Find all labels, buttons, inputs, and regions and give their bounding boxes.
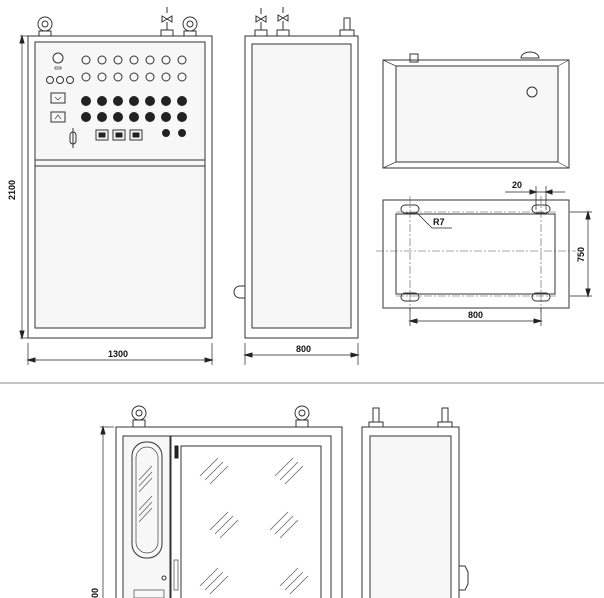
valve-icon [254,8,268,37]
lower-height-dimension: 00 [90,425,114,598]
front-width-dimension: 1300 [26,343,214,365]
side-panel [251,43,352,329]
vent-post-icon [339,17,355,37]
lamp-row-1 [81,55,187,65]
base-depth-label: 750 [576,247,586,262]
radius-label: R7 [433,217,445,227]
lower-side-view [361,407,469,598]
offset-label: 20 [512,180,522,190]
button-row-2 [81,112,187,122]
offset-dimension: 20 [505,180,565,210]
lifting-eye-icon [294,405,310,428]
front-height-dimension: 2100 [7,34,28,340]
valve-icon [160,7,174,37]
lower-left-door [122,435,171,598]
top-view-outline [382,59,570,169]
control-indicators [46,52,77,148]
glass-reflection-marks [138,457,309,595]
side-view: 800 [233,7,360,365]
button-row-1 [81,96,187,106]
front-cabinet-outline [27,35,213,339]
front-view: 2100 1300 [7,7,214,365]
lifting-eye-icon [182,16,198,37]
lamp-row-2 [81,72,187,82]
side-cabinet-outline [244,35,359,339]
side-depth-dimension: 800 [243,343,360,365]
front-height-label: 2100 [7,180,17,200]
lower-glass-door [170,435,332,598]
lower-cabinet-outline [115,426,343,598]
front-width-label: 1300 [108,349,128,359]
base-depth-dimension: 750 [570,210,592,298]
front-door-panel [34,41,206,329]
vent-post-icon [437,407,453,428]
vent-post-icon [368,407,384,428]
lower-side-outline [361,426,460,598]
base-width-dimension: 800 [408,308,543,326]
valve-icon [276,7,290,37]
radius-callout: R7 [415,211,452,229]
lifting-eye-icon [131,405,147,428]
lower-side-handle-icon [459,565,469,591]
base-width-label: 800 [468,310,483,320]
indicator-dome-icon [520,51,540,59]
base-plan-view: 20 R7 750 800 [376,180,592,326]
lower-height-label: 00 [90,588,100,598]
side-depth-label: 800 [296,344,311,354]
top-view [382,51,570,169]
mounting-slot-icon [400,204,551,302]
base-outline [382,199,570,309]
lower-front-view: 00 [90,405,343,598]
lifting-eye-icon [37,16,53,37]
side-handle-icon [233,285,245,299]
switch-row [95,129,186,141]
